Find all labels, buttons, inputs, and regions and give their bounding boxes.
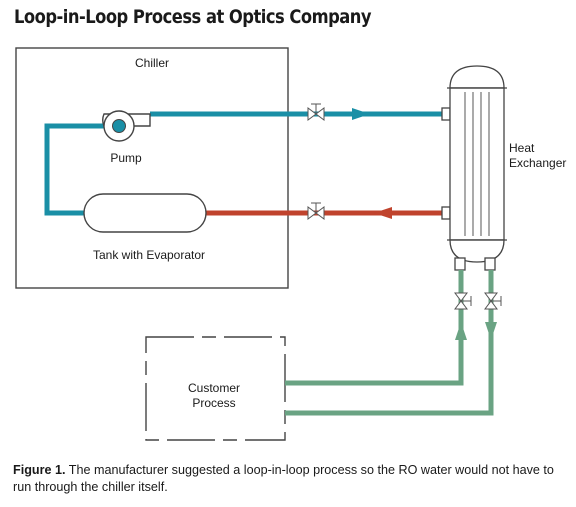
figure-title: Loop-in-Loop Process at Optics Company [14, 6, 372, 28]
caption-text: The manufacturer suggested a loop-in-loo… [13, 463, 554, 494]
heat-exchanger-icon [441, 65, 507, 271]
loop-in-loop-diagram: Chiller Pump Tank with Evaporator [15, 47, 566, 441]
flow-arrow-to-exchanger [352, 108, 370, 120]
ro-water-loop [285, 270, 494, 416]
customer-process-label-line2: Process [192, 396, 235, 410]
chiller-box [15, 47, 289, 289]
pump-icon [102, 110, 151, 142]
valve-icon-return [307, 202, 325, 220]
tank-label: Tank with Evaporator [93, 248, 205, 262]
caption-prefix: Figure 1. [13, 463, 66, 477]
heat-exchanger-label-line2: Exchanger [509, 156, 566, 170]
flow-arrow-up-to-exchanger [455, 322, 467, 340]
valve-icon-ro-out [484, 292, 502, 310]
chilled-loop [44, 111, 442, 216]
customer-process-label-line1: Customer [188, 381, 240, 395]
tank-icon [83, 193, 207, 233]
flow-arrow-to-tank [374, 207, 392, 219]
heat-exchanger-label-line1: Heat [509, 141, 535, 155]
pump-label: Pump [110, 151, 142, 165]
chiller-label: Chiller [135, 56, 169, 70]
flow-arrow-down-to-customer [485, 322, 497, 340]
customer-process-box [145, 336, 286, 441]
valve-icon-ro-in [454, 292, 472, 310]
valve-icon-supply [307, 103, 325, 121]
figure-caption: Figure 1. The manufacturer suggested a l… [13, 462, 568, 496]
